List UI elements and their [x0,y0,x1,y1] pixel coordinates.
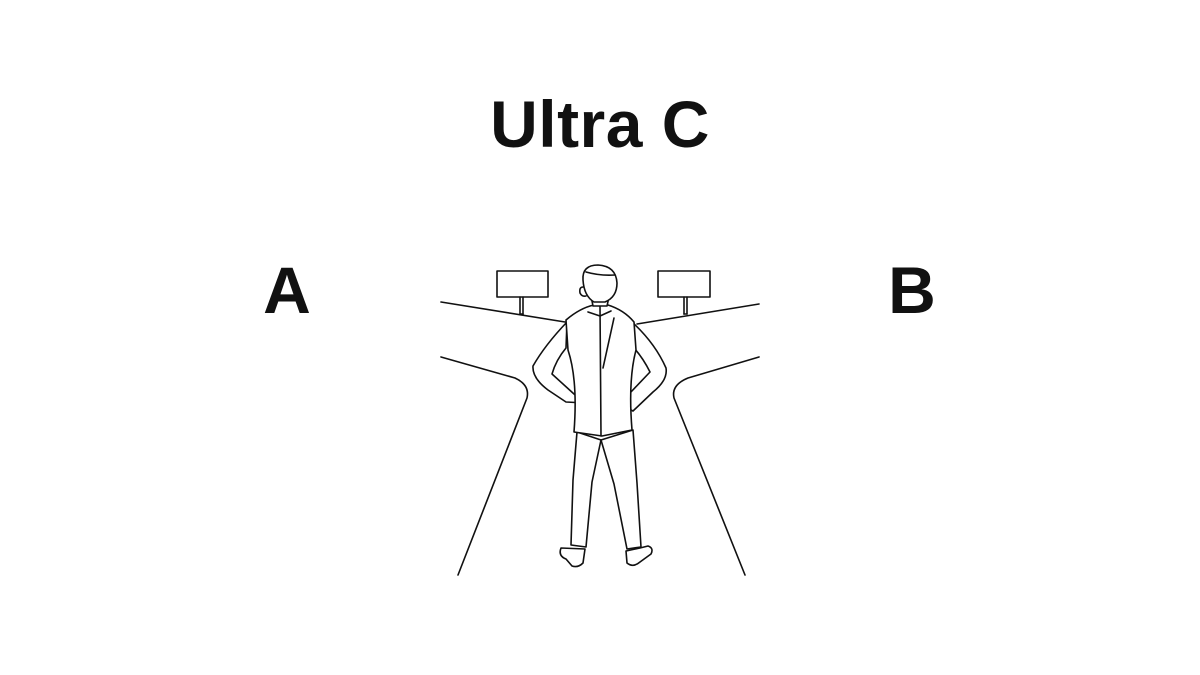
person-figure [533,265,666,567]
road-lines [441,302,759,575]
signpost-left [497,271,548,314]
option-b-label: B [888,253,936,327]
page-title: Ultra C [490,87,710,161]
signpost-right [658,271,710,314]
option-a-label: A [263,253,311,327]
crossroads-illustration [430,255,770,585]
